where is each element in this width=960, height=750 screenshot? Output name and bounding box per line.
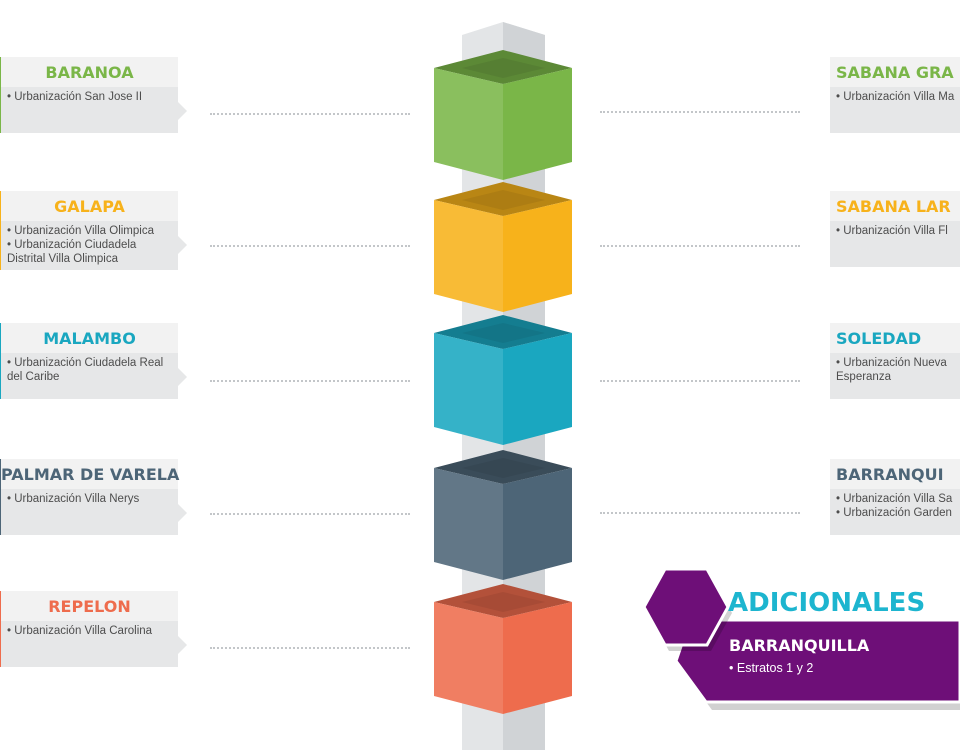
connector-right	[600, 111, 800, 113]
card-item: • Urbanización Ciudadela Real del Caribe	[7, 357, 164, 383]
card-items: • Urbanización Villa Carolina	[1, 621, 178, 642]
cube-notch	[462, 190, 545, 210]
card-title: SABANA LAR	[836, 197, 951, 216]
cube-3	[434, 315, 572, 445]
cube-left-face	[434, 200, 503, 312]
card-head: REPELON	[1, 591, 178, 621]
cube-5	[434, 584, 572, 714]
cube-notch	[462, 592, 545, 612]
card-item: • Urbanización Nueva Esperanza	[836, 357, 947, 383]
connector-left	[210, 647, 410, 649]
cube-1	[434, 50, 572, 180]
cube-right-face	[503, 68, 572, 180]
adicionales-banner	[642, 567, 960, 710]
bullet: •	[729, 661, 737, 675]
cube-notch	[462, 323, 545, 343]
cube-right-face	[503, 468, 572, 580]
cube-stack	[434, 50, 572, 714]
card-title: PALMAR DE VARELA	[1, 465, 180, 484]
card-left-2: GALAPA• Urbanización Villa Olimpica• Urb…	[0, 191, 187, 270]
connector-left	[210, 113, 410, 115]
card-head: BARANOA	[1, 57, 178, 87]
connector-right	[600, 380, 800, 382]
cube-left-face	[434, 468, 503, 580]
card-item: • Urbanización Villa Olimpica	[7, 225, 154, 237]
card-head: GALAPA	[1, 191, 178, 221]
card-body: • Urbanización Villa Olimpica • Urbanizac…	[1, 221, 187, 270]
card-body: • Urbanización Villa Nerys	[1, 489, 187, 535]
card-item: • Urbanización Ciudadela Distrital Villa…	[7, 239, 137, 265]
banner-ribbon	[674, 618, 960, 704]
adicionales-item: • Estratos 1 y 2	[729, 661, 814, 675]
card-item: • Urbanización Villa Nerys	[7, 493, 140, 505]
card-body: • Urbanización Ciudadela Real del Caribe	[1, 353, 187, 399]
cube-2	[434, 182, 572, 312]
card-items: • Urbanización Villa Olimpica • Urbanizac…	[1, 221, 178, 270]
cube-right-face	[503, 333, 572, 445]
card-right-1: SABANA GRA • Urbanización Villa Ma	[830, 57, 960, 133]
card-item: • Urbanización Villa Carolina	[7, 625, 153, 637]
card-head: MALAMBO	[1, 323, 178, 353]
adicionales-city: BARRANQUILLA	[729, 636, 870, 655]
cube-left-face	[434, 602, 503, 714]
card-title: SOLEDAD	[836, 329, 922, 348]
card-head: SOLEDAD	[830, 323, 960, 353]
card-head: BARRANQUI	[830, 459, 960, 489]
card-title: GALAPA	[54, 197, 125, 216]
card-title: MALAMBO	[43, 329, 136, 348]
card-body: • Urbanización Villa Ma	[830, 87, 960, 133]
card-right-3: SOLEDAD • Urbanización Nueva Esperanza	[830, 323, 960, 399]
cube-4	[434, 450, 572, 580]
card-head: SABANA GRA	[830, 57, 960, 87]
connector-left	[210, 245, 410, 247]
card-left-5: REPELON • Urbanización Villa Carolina	[0, 591, 187, 667]
card-items: • Urbanización Villa Ma	[830, 87, 960, 108]
card-body: • Urbanización Villa Fl	[830, 221, 960, 267]
hexagon-badge	[642, 567, 730, 647]
card-title: REPELON	[48, 597, 131, 616]
connector-right	[600, 512, 800, 514]
card-item: • Urbanización Garden	[836, 507, 952, 519]
card-items: • Urbanización San Jose II	[1, 87, 178, 108]
cube-notch	[462, 458, 545, 478]
card-body: • Urbanización San Jose II	[1, 87, 187, 133]
cube-notch	[462, 58, 545, 78]
adicionales-title: ADICIONALES	[728, 588, 926, 618]
card-items: • Urbanización Nueva Esperanza	[830, 353, 960, 388]
card-item: • Urbanización Villa Sa	[836, 493, 953, 505]
card-body: • Urbanización Villa Carolina	[1, 621, 187, 667]
card-body: • Urbanización Nueva Esperanza	[830, 353, 960, 399]
card-right-2: SABANA LAR • Urbanización Villa Fl	[830, 191, 960, 267]
card-item: • Urbanización Villa Fl	[836, 225, 948, 237]
card-left-1: BARANOA • Urbanización San Jose II	[0, 57, 187, 133]
card-title: SABANA GRA	[836, 63, 954, 82]
card-right-4: BARRANQUI• Urbanización Villa Sa• Urbani…	[830, 459, 960, 535]
cube-left-face	[434, 333, 503, 445]
cube-right-face	[503, 602, 572, 714]
card-body: • Urbanización Villa Sa • Urbanización Ga…	[830, 489, 960, 535]
connector-left	[210, 380, 410, 382]
card-items: • Urbanización Villa Nerys	[1, 489, 178, 510]
cube-right-face	[503, 200, 572, 312]
card-items: • Urbanización Villa Sa • Urbanización Ga…	[830, 489, 960, 524]
connector-left	[210, 513, 410, 515]
card-head: SABANA LAR	[830, 191, 960, 221]
card-item: • Urbanización Villa Ma	[836, 91, 955, 103]
card-title: BARRANQUI	[836, 465, 944, 484]
connector-right	[600, 245, 800, 247]
card-left-3: MALAMBO • Urbanización Ciudadela Real del…	[0, 323, 187, 399]
card-items: • Urbanización Villa Fl	[830, 221, 960, 242]
card-title: BARANOA	[45, 63, 134, 82]
card-item: • Urbanización San Jose II	[7, 91, 143, 103]
card-left-4: PALMAR DE VARELA • Urbanización Villa Ner…	[0, 459, 187, 535]
card-items: • Urbanización Ciudadela Real del Caribe	[1, 353, 178, 388]
card-head: PALMAR DE VARELA	[1, 459, 180, 489]
cube-left-face	[434, 68, 503, 180]
